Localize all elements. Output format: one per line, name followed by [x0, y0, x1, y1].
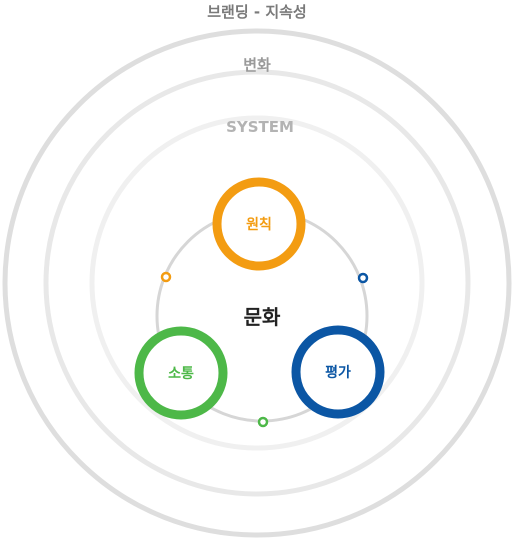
inner-ring [89, 115, 425, 451]
node-communication: 소통 [134, 326, 228, 420]
outer-ring [2, 28, 512, 538]
node-evaluation: 평가 [291, 325, 385, 419]
center-label: 문화 [244, 305, 281, 329]
node-principle-ring [212, 177, 306, 271]
outer-ring-label: 브랜딩 - 지속성 [207, 3, 306, 21]
node-communication-ring [134, 326, 228, 420]
middle-ring-label: 변화 [243, 56, 271, 74]
node-principle: 원칙 [212, 177, 306, 271]
dot-top-right [357, 272, 369, 284]
node-evaluation-label: 평가 [325, 364, 351, 381]
dot-bottom [257, 416, 269, 428]
node-principle-label: 원칙 [246, 217, 272, 233]
inner-ring-label: SYSTEM [226, 118, 294, 136]
dot-top-left [160, 271, 172, 283]
middle-ring [43, 69, 471, 497]
node-communication-label: 소통 [168, 366, 194, 382]
node-evaluation-ring [291, 325, 385, 419]
